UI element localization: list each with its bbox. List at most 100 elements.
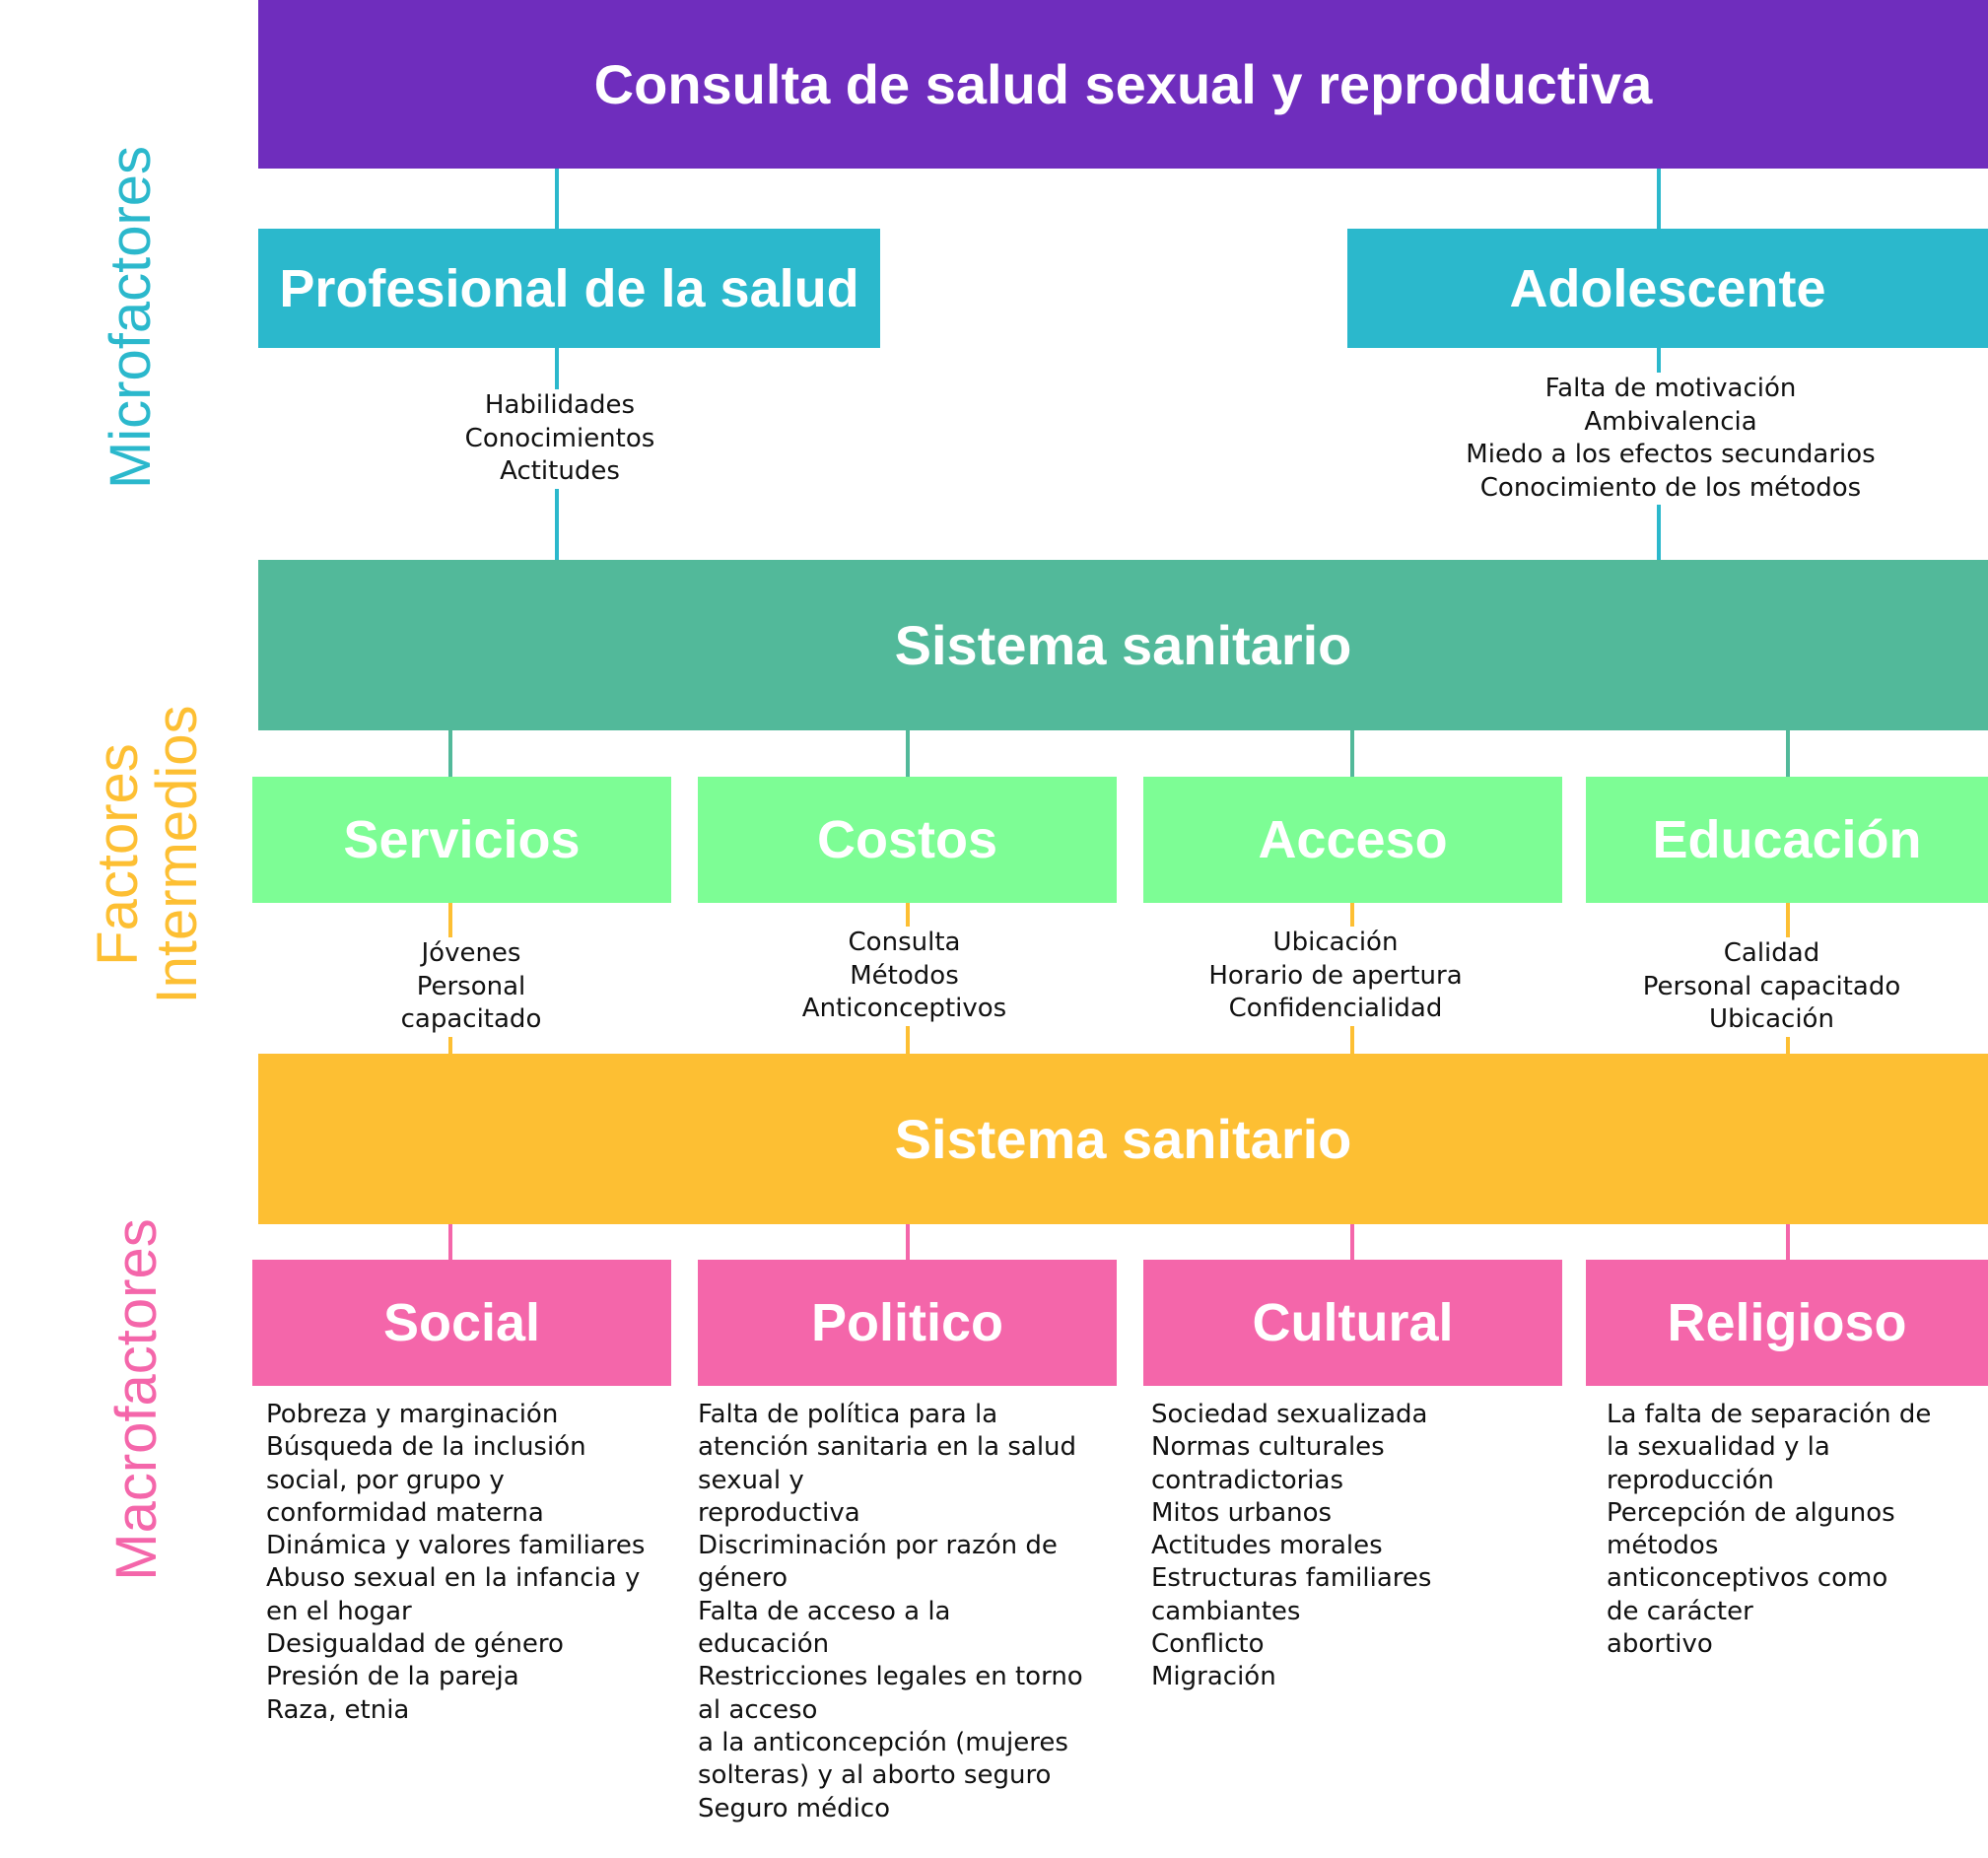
religioso-item: reproducción xyxy=(1607,1465,1774,1495)
factor-servicios-label: Servicios xyxy=(343,810,581,869)
side-label-factores: Factores xyxy=(86,743,150,966)
factor-acceso-label: Acceso xyxy=(1258,810,1448,869)
intermediate-system-label: Sistema sanitario xyxy=(894,614,1352,676)
professional-item: Actitudes xyxy=(412,455,708,489)
social-item: Raza, etnia xyxy=(266,1694,410,1725)
title-text: Consulta de salud sexual y reproductiva xyxy=(593,53,1653,115)
politico-item: género xyxy=(698,1563,788,1594)
connector-macro-social xyxy=(448,1222,452,1262)
adolescent-item: Falta de motivación xyxy=(1544,374,1797,403)
social-item: conformidad materna xyxy=(266,1497,544,1528)
politico-item: Falta de acceso a la xyxy=(698,1596,951,1626)
connector-macro-religioso xyxy=(1786,1222,1790,1262)
social-items: Pobreza y marginación Búsqueda de la inc… xyxy=(266,1399,645,1727)
factor-acceso-box: Acceso xyxy=(1143,777,1562,903)
factor-social-box: Social xyxy=(252,1260,671,1386)
professional-label: Profesional de la salud xyxy=(279,258,859,318)
factor-educacion-label: Educación xyxy=(1652,810,1922,869)
factor-costos-box: Costos xyxy=(698,777,1117,903)
connector-macro-politico xyxy=(906,1222,910,1262)
cultural-item: Estructuras familiares xyxy=(1151,1563,1432,1594)
politico-item: sexual y xyxy=(698,1465,804,1495)
adolescent-item: Conocimiento de los métodos xyxy=(1479,472,1862,503)
side-label-macrofactores: Macrofactores xyxy=(104,1218,169,1581)
servicios-item: Jóvenes xyxy=(373,937,570,971)
professional-box: Profesional de la salud xyxy=(258,229,880,348)
factor-politico-box: Politico xyxy=(698,1260,1117,1386)
factor-politico-label: Politico xyxy=(810,1293,1003,1352)
factor-servicios-box: Servicios xyxy=(252,777,671,903)
social-item: Presión de la pareja xyxy=(266,1662,519,1692)
religioso-item: métodos xyxy=(1607,1531,1719,1561)
religioso-items: La falta de separación de la sexualidad … xyxy=(1607,1399,1931,1661)
politico-item: al acceso xyxy=(698,1694,818,1725)
connector-macro-cultural xyxy=(1350,1222,1354,1262)
connector-title-professional xyxy=(555,168,559,231)
adolescent-items: Falta de motivación Ambivalencia Miedo a… xyxy=(1419,373,1922,505)
politico-item: educación xyxy=(698,1629,830,1660)
servicios-items: Jóvenes Personal capacitado xyxy=(373,937,570,1037)
social-item: social, por grupo y xyxy=(266,1465,505,1495)
costos-item: Métodos xyxy=(850,960,959,991)
cultural-item: Mitos urbanos xyxy=(1151,1497,1333,1528)
costos-item: Anticonceptivos xyxy=(801,994,1007,1023)
religioso-item: Percepción de algunos xyxy=(1607,1497,1895,1528)
cultural-item: Normas culturales xyxy=(1151,1432,1385,1463)
factor-cultural-box: Cultural xyxy=(1143,1260,1562,1386)
factor-educacion-box: Educación xyxy=(1586,777,1988,903)
politico-item: reproductiva xyxy=(698,1497,860,1528)
adolescent-item: Ambivalencia xyxy=(1584,406,1757,437)
connector-system-acceso xyxy=(1350,729,1354,779)
adolescent-label: Adolescente xyxy=(1509,258,1826,318)
educacion-item: Personal capacitado xyxy=(1642,971,1901,1001)
adolescent-item: Miedo a los efectos secundarios xyxy=(1466,440,1876,469)
macro-system-box: Sistema sanitario xyxy=(258,1054,1988,1224)
religioso-item: de carácter xyxy=(1607,1596,1753,1626)
religioso-item: abortivo xyxy=(1607,1629,1713,1660)
connector-title-adolescent xyxy=(1657,168,1661,231)
politico-item: solteras) y al aborto seguro xyxy=(698,1760,1052,1791)
social-item: Búsqueda de la inclusión xyxy=(266,1432,586,1463)
cultural-item: Sociedad sexualizada xyxy=(1151,1400,1428,1429)
title-box: Consulta de salud sexual y reproductiva xyxy=(258,0,1988,169)
connector-system-servicios xyxy=(448,729,452,779)
educacion-item: Calidad xyxy=(1723,938,1820,968)
cultural-item: Actitudes morales xyxy=(1151,1531,1383,1561)
social-item: en el hogar xyxy=(266,1596,412,1626)
factor-costos-label: Costos xyxy=(816,810,997,869)
costos-item: Consulta xyxy=(848,928,961,957)
politico-item: atención sanitaria en la salud xyxy=(698,1432,1077,1463)
politico-item: Restricciones legales en torno xyxy=(698,1662,1083,1692)
acceso-item: Ubicación xyxy=(1272,928,1399,957)
educacion-item: Ubicación xyxy=(1709,1004,1834,1034)
cultural-item: Conflicto xyxy=(1151,1629,1265,1660)
politico-item: Falta de política para la xyxy=(698,1400,998,1429)
servicios-item: Personal xyxy=(373,970,570,1003)
politico-item: Discriminación por razón de xyxy=(698,1531,1058,1561)
social-item: Abuso sexual en la infancia y xyxy=(266,1563,641,1594)
factor-cultural-label: Cultural xyxy=(1252,1293,1454,1352)
acceso-item: Horario de apertura xyxy=(1208,960,1463,991)
factor-religioso-label: Religioso xyxy=(1667,1293,1907,1352)
cultural-item: cambiantes xyxy=(1151,1596,1301,1626)
adolescent-box: Adolescente xyxy=(1347,229,1988,348)
side-label-factores-intermedios: Factores Intermedios xyxy=(84,697,212,1012)
politico-item: a la anticoncepción (mujeres xyxy=(698,1727,1068,1757)
acceso-item: Confidencialidad xyxy=(1228,994,1443,1023)
factor-social-label: Social xyxy=(382,1293,541,1352)
social-item: Pobreza y marginación xyxy=(266,1400,559,1429)
intermediate-system-box: Sistema sanitario xyxy=(258,560,1988,730)
servicios-item: capacitado xyxy=(373,1003,570,1037)
social-item: Desigualdad de género xyxy=(266,1629,564,1660)
macro-system-label: Sistema sanitario xyxy=(894,1108,1352,1170)
social-item: Dinámica y valores familiares xyxy=(266,1531,646,1561)
cultural-item: Migración xyxy=(1151,1662,1276,1692)
cultural-items: Sociedad sexualizada Normas culturales c… xyxy=(1151,1399,1431,1694)
professional-items: Habilidades Conocimientos Actitudes xyxy=(412,389,708,489)
cultural-item: contradictorias xyxy=(1151,1465,1344,1495)
connector-system-educacion xyxy=(1786,729,1790,779)
professional-item: Habilidades xyxy=(412,389,708,423)
costos-items: Consulta Métodos Anticonceptivos xyxy=(769,927,1040,1026)
religioso-item: la sexualidad y la xyxy=(1607,1432,1830,1463)
religioso-item: anticonceptivos como xyxy=(1607,1563,1888,1594)
